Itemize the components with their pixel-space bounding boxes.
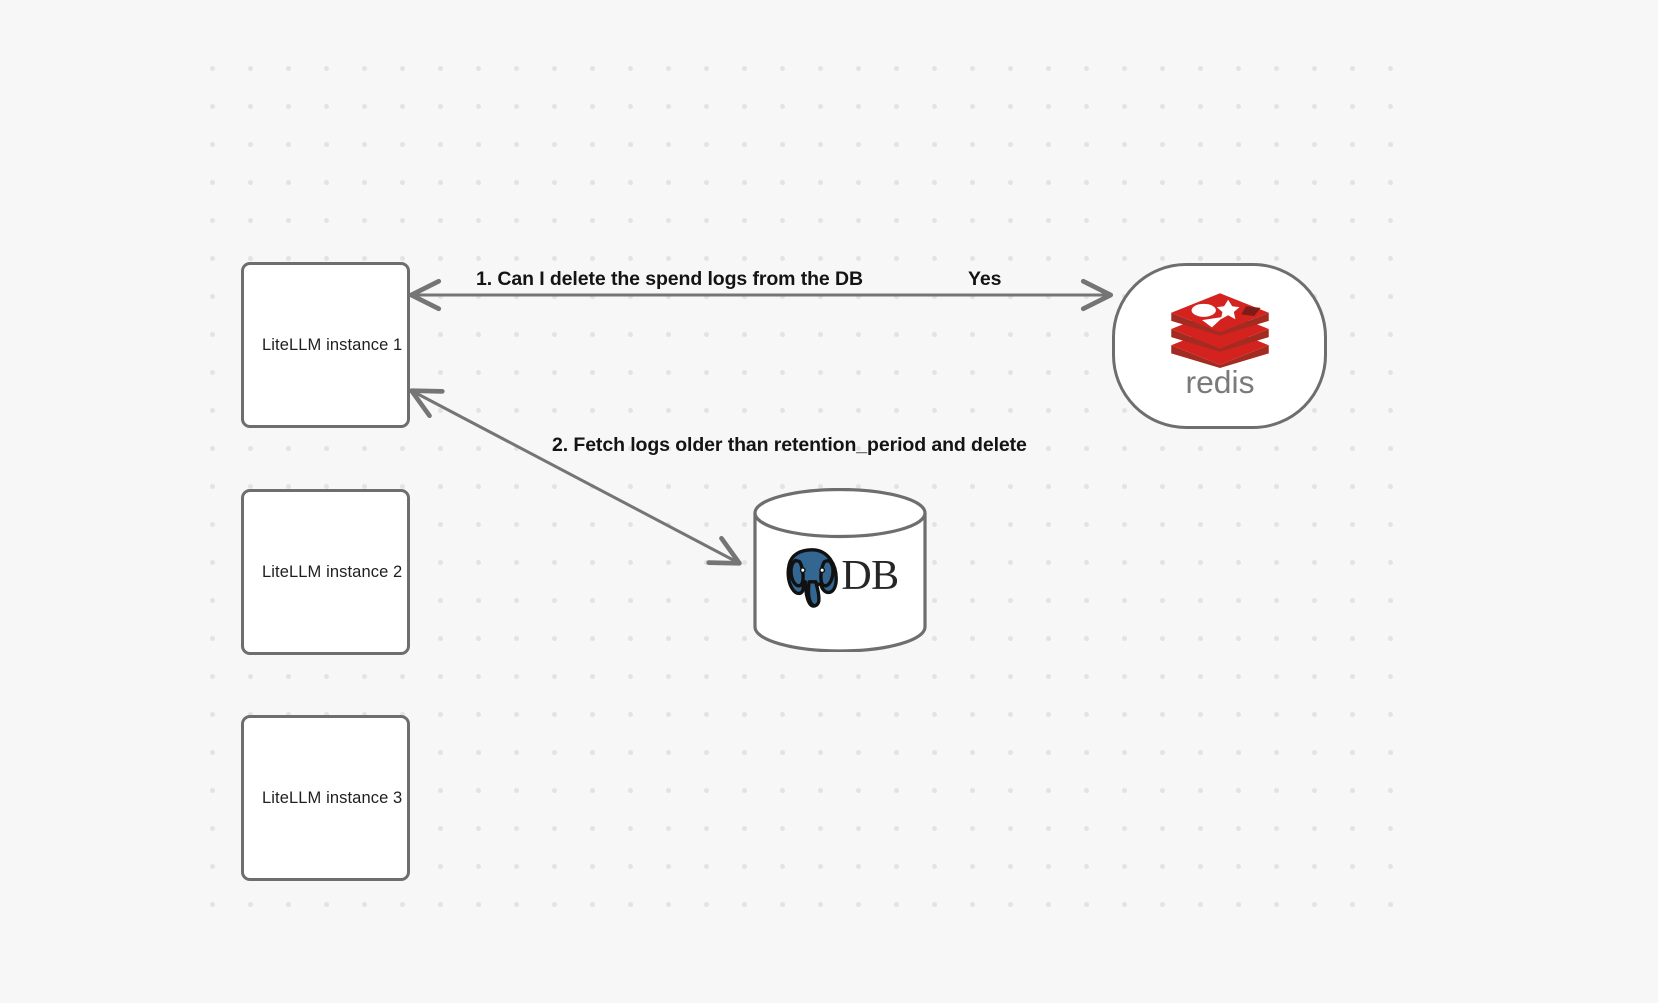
database-label: DB	[841, 553, 899, 599]
node-litellm-instance-1[interactable]: LiteLLM instance 1	[241, 262, 410, 428]
node-redis[interactable]: redis	[1112, 263, 1327, 429]
cylinder-shape	[753, 488, 927, 652]
edge-label-step-1: 1. Can I delete the spend logs from the …	[476, 268, 863, 290]
postgresql-elephant-icon	[786, 548, 839, 608]
node-database[interactable]: DB	[752, 488, 928, 652]
redis-wordmark-text: redis	[1185, 364, 1254, 400]
node-litellm-instance-3-label: LiteLLM instance 3	[262, 788, 403, 807]
edge-label-step-2: 2. Fetch logs older than retention_perio…	[552, 434, 1027, 456]
elephant-eye-left	[800, 567, 807, 574]
database-logo-row: DB	[752, 544, 928, 608]
node-litellm-instance-2-label: LiteLLM instance 2	[262, 562, 403, 581]
cylinder-top	[753, 488, 927, 539]
cylinder-body	[753, 511, 927, 652]
edge-label-step-1-reply: Yes	[968, 268, 1002, 290]
edge-litellm1-db-line	[409, 388, 742, 566]
edge-litellm1-db[interactable]	[409, 388, 742, 566]
node-litellm-instance-3[interactable]: LiteLLM instance 3	[241, 715, 410, 881]
redis-logo-icon	[1170, 293, 1269, 368]
redis-wordmark: redis	[1185, 364, 1254, 400]
node-litellm-instance-2[interactable]: LiteLLM instance 2	[241, 489, 410, 655]
elephant-eye-right	[819, 567, 826, 574]
node-litellm-instance-1-label: LiteLLM instance 1	[262, 335, 403, 354]
